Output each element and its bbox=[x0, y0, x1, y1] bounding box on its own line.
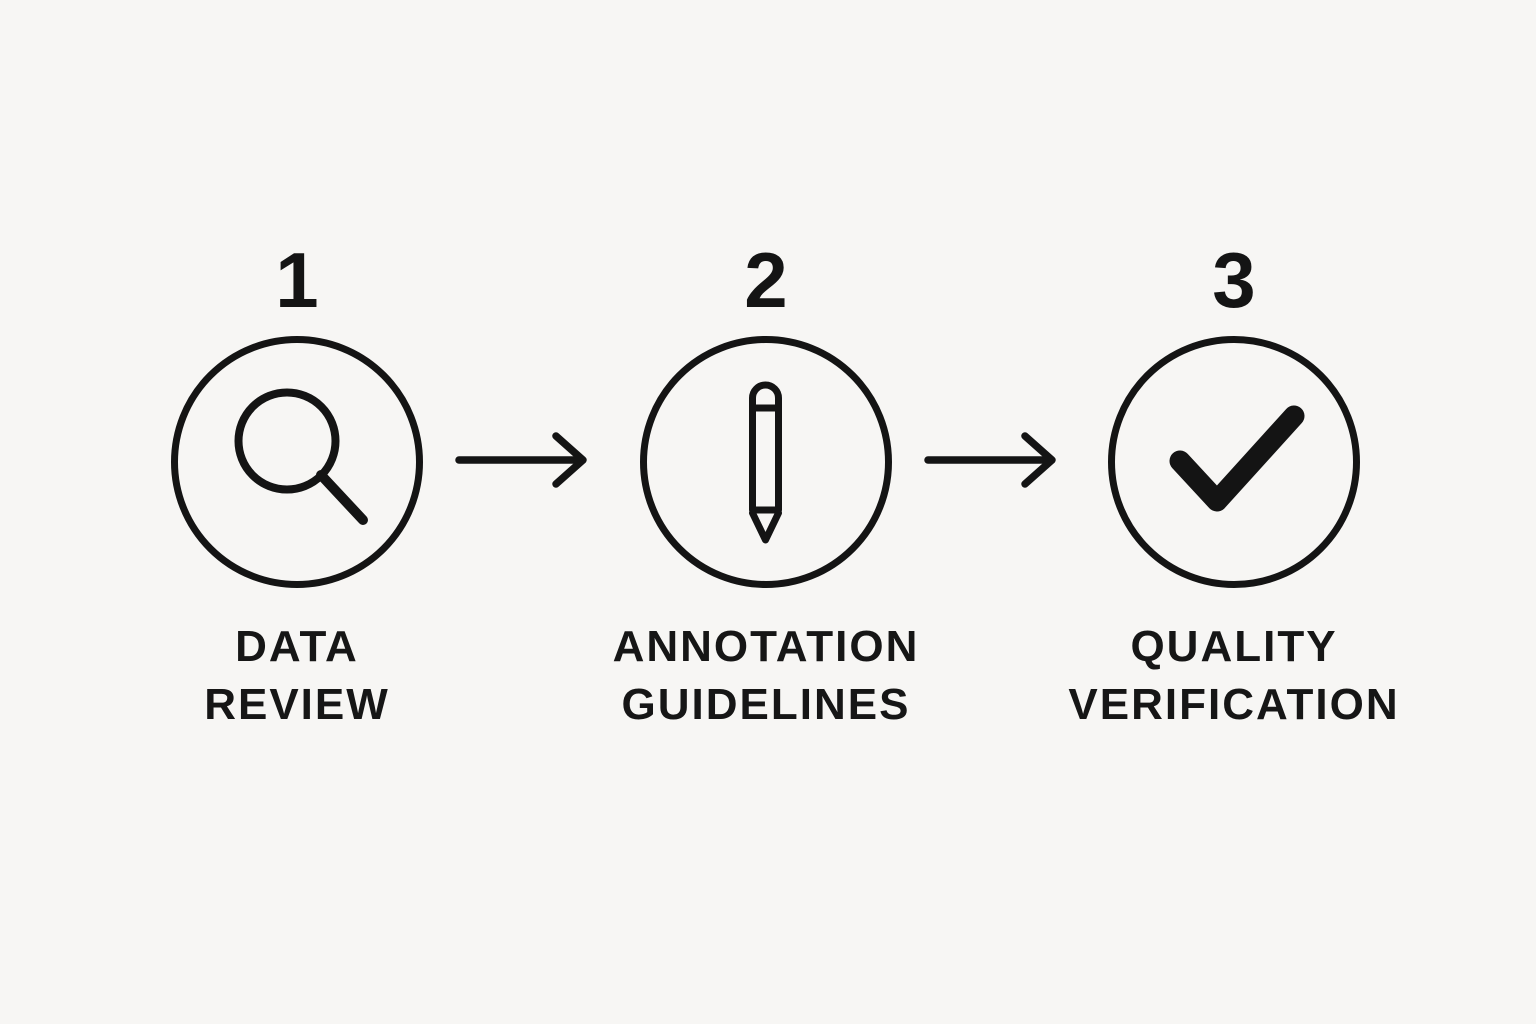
arrow-right-icon bbox=[455, 432, 587, 488]
step-number: 3 bbox=[1212, 236, 1256, 324]
step-label: DATA REVIEW bbox=[97, 618, 497, 734]
step-label-line1: ANNOTATION bbox=[612, 622, 920, 671]
step-data-review: 1 DATA REVIEW bbox=[97, 228, 497, 734]
step-label: QUALITY VERIFICATION bbox=[1034, 618, 1434, 734]
arrow-right-icon bbox=[924, 432, 1056, 488]
step-circle bbox=[171, 336, 423, 588]
step-quality-verification: 3 QUALITY VERIFICATION bbox=[1034, 228, 1434, 734]
step-label-line1: DATA bbox=[235, 622, 359, 671]
step-label-line2: REVIEW bbox=[204, 680, 390, 729]
step-number: 1 bbox=[275, 236, 319, 324]
pencil-icon bbox=[749, 381, 782, 544]
step-label-line2: GUIDELINES bbox=[621, 680, 911, 729]
step-label-line1: QUALITY bbox=[1130, 622, 1338, 671]
step-annotation-guidelines: 2 ANNOTATION GUIDELINES bbox=[566, 228, 966, 734]
step-circle bbox=[1108, 336, 1360, 588]
step-circle bbox=[640, 336, 892, 588]
step-label-line2: VERIFICATION bbox=[1068, 680, 1400, 729]
checkmark-icon bbox=[1169, 405, 1305, 512]
magnifier-icon bbox=[234, 388, 368, 525]
step-number: 2 bbox=[744, 236, 788, 324]
step-label: ANNOTATION GUIDELINES bbox=[566, 618, 966, 734]
